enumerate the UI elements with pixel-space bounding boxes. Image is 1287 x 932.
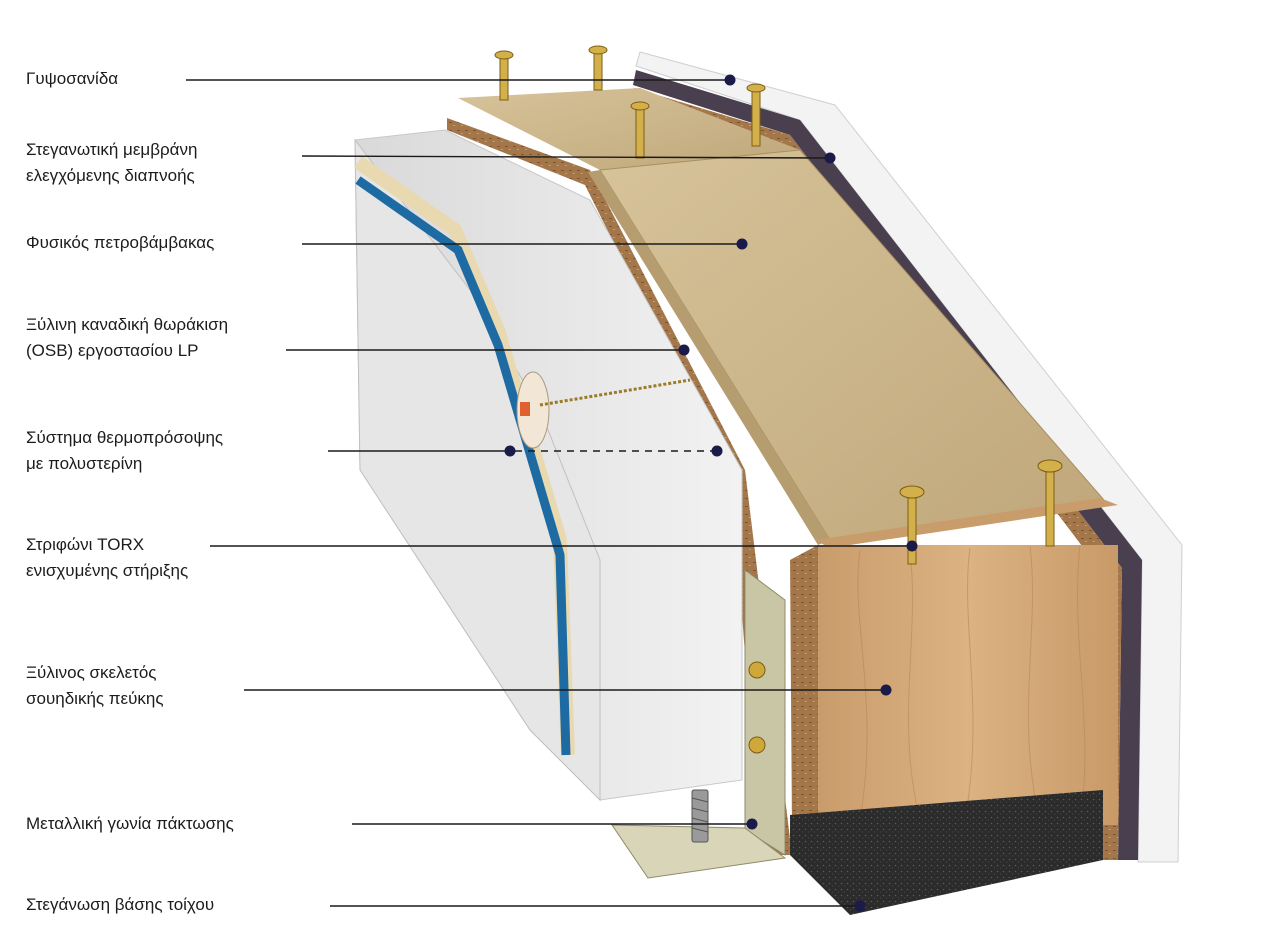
label-line: Σύστημα θερμοπρόσοψης bbox=[26, 425, 223, 451]
label-membrane: Στεγανωτική μεμβράνη ελεγχόμενης διαπνοή… bbox=[26, 137, 197, 189]
label-line: Στριφώνι TORX bbox=[26, 532, 188, 558]
bracket-bolt bbox=[692, 790, 708, 842]
metal-bracket-vertical bbox=[745, 570, 785, 855]
label-line: Ξύλινος σκελετός bbox=[26, 660, 164, 686]
label-line: ελεγχόμενης διαπνοής bbox=[26, 163, 197, 189]
label-line: με πολυστερίνη bbox=[26, 451, 223, 477]
label-line: Στεγάνωση βάσης τοίχου bbox=[26, 892, 214, 918]
label-line: Γυψοσανίδα bbox=[26, 66, 118, 92]
label-osb: Ξύλινη καναδική θωράκιση (OSB) εργοστασί… bbox=[26, 312, 228, 364]
osb-stud-side bbox=[790, 545, 818, 830]
label-line: ενισχυμένης στήριξης bbox=[26, 558, 188, 584]
label-line: Ξύλινη καναδική θωράκιση bbox=[26, 312, 228, 338]
bracket-screw-2 bbox=[749, 737, 765, 753]
label-line: (OSB) εργοστασίου LP bbox=[26, 338, 228, 364]
label-etics: Σύστημα θερμοπρόσοψης με πολυστερίνη bbox=[26, 425, 223, 477]
label-line: Φυσικός πετροβάμβακας bbox=[26, 230, 214, 256]
label-base-seal: Στεγάνωση βάσης τοίχου bbox=[26, 892, 214, 918]
label-line: Μεταλλική γωνία πάκτωσης bbox=[26, 811, 234, 837]
label-torx-screw: Στριφώνι TORX ενισχυμένης στήριξης bbox=[26, 532, 188, 584]
label-rockwool: Φυσικός πετροβάμβακας bbox=[26, 230, 214, 256]
label-line: σουηδικής πεύκης bbox=[26, 686, 164, 712]
label-metal-bracket: Μεταλλική γωνία πάκτωσης bbox=[26, 811, 234, 837]
label-timber-frame: Ξύλινος σκελετός σουηδικής πεύκης bbox=[26, 660, 164, 712]
etics-anchor-plug bbox=[520, 402, 530, 416]
label-gypsum-board: Γυψοσανίδα bbox=[26, 66, 118, 92]
label-line: Στεγανωτική μεμβράνη bbox=[26, 137, 197, 163]
bracket-screw-1 bbox=[749, 662, 765, 678]
